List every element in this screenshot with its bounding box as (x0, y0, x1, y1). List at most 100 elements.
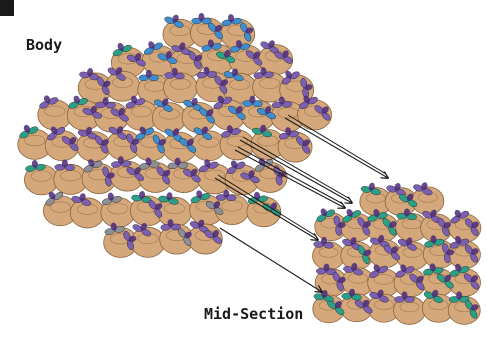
protein-subunit (126, 167, 144, 181)
protein-subunit (45, 191, 64, 206)
lattice-ring-inner (30, 170, 52, 182)
protein-subunit (313, 236, 334, 249)
protein-subunit (281, 70, 300, 85)
body-label: Body (26, 36, 63, 54)
lattice-ring-inner (373, 274, 394, 285)
protein-subunit (395, 264, 415, 278)
protein-subunit (450, 209, 470, 224)
projection-arrow (239, 139, 352, 203)
lattice-ring-inner (107, 203, 129, 215)
protein-subunit (449, 263, 470, 277)
protein-subunit (179, 138, 197, 153)
lattice-ring-inner (204, 169, 226, 181)
protein-subunit (465, 300, 479, 319)
protein-subunit (369, 289, 389, 303)
protein-subunit (342, 209, 361, 223)
mid-section-lattice (312, 182, 482, 325)
protein-subunit (253, 67, 274, 79)
protein-subunit (101, 192, 122, 205)
protein-subunit (102, 166, 115, 187)
protein-subunit (424, 235, 445, 248)
protein-subunit (240, 170, 260, 184)
protein-subunit (213, 95, 233, 110)
protein-subunit (256, 106, 276, 120)
protein-subunit (131, 190, 152, 203)
protein-subunit (111, 156, 132, 168)
protein-subunit (204, 230, 223, 244)
protein-subunit (279, 127, 300, 140)
protein-subunit (188, 51, 203, 70)
protein-subunit (158, 192, 179, 205)
protein-subunit (126, 133, 140, 153)
protein-subunit (95, 135, 109, 154)
protein-subunit (108, 126, 127, 140)
protein-subunit (242, 95, 263, 107)
protein-subunit (228, 105, 246, 120)
protein-subunit (333, 215, 346, 236)
projection-arrow-parallel (242, 136, 351, 200)
protein-subunit (193, 126, 212, 140)
protein-subunit (397, 237, 417, 251)
lattice-ring-inner (259, 77, 281, 89)
protein-subunit (215, 189, 237, 201)
protein-subunit (245, 50, 263, 66)
protein-subunit (314, 105, 331, 121)
protein-subunit (437, 217, 451, 237)
protein-subunit (383, 245, 400, 261)
protein-subunit (112, 42, 132, 57)
protein-subunit (167, 157, 189, 170)
protein-subunit (82, 105, 102, 119)
protein-subunit (399, 193, 418, 208)
lattice-ring-inner (44, 105, 66, 117)
protein-subunit (25, 159, 46, 172)
protein-subunit (223, 68, 244, 82)
protein-subunit (196, 66, 218, 79)
projection-arrow (284, 117, 388, 178)
protein-subunit (423, 289, 443, 303)
protein-subunit (343, 262, 364, 276)
protein-subunit (95, 97, 116, 109)
protein-subunit (164, 67, 185, 80)
protein-subunit (178, 228, 192, 247)
protein-subunit (221, 14, 242, 27)
protein-subunit (139, 157, 160, 170)
protein-subunit (123, 230, 137, 251)
protein-subunit (135, 126, 154, 141)
protein-subunit (214, 75, 229, 94)
protein-subunit (39, 95, 59, 109)
protein-subunit (160, 219, 181, 231)
protein-subunit (382, 218, 397, 236)
protein-subunit (252, 124, 272, 138)
protein-subunit (107, 67, 126, 81)
protein-subunit (152, 134, 167, 154)
protein-subunit (367, 209, 388, 222)
protein-subunit (205, 201, 224, 215)
protein-subunit (221, 125, 241, 138)
protein-subunit (436, 274, 454, 289)
protein-subunit (19, 124, 39, 139)
protein-subunit (360, 182, 381, 196)
protein-subunit (54, 159, 75, 171)
lattice-ring-inner (130, 106, 152, 118)
corner-mark (0, 0, 14, 16)
projection-arrow-parallel (287, 114, 387, 175)
protein-subunit (110, 107, 129, 122)
protein-subunit (341, 288, 362, 301)
protein-subunit (332, 271, 346, 292)
protein-subunit (61, 136, 79, 152)
projection-arrow-parallel (217, 174, 317, 237)
protein-subunit (208, 22, 223, 40)
protein-subunit (423, 263, 444, 276)
projection-arrow (214, 177, 318, 240)
protein-subunit (216, 49, 236, 63)
protein-subunit (191, 12, 212, 25)
protein-subunit (126, 53, 146, 67)
protein-subunit (464, 244, 479, 263)
protein-subunit (183, 168, 201, 183)
protein-subunit (394, 291, 415, 303)
protein-subunit (156, 166, 171, 185)
protein-subunit (226, 160, 246, 174)
protein-subunit (300, 77, 313, 99)
protein-subunit (154, 98, 173, 112)
